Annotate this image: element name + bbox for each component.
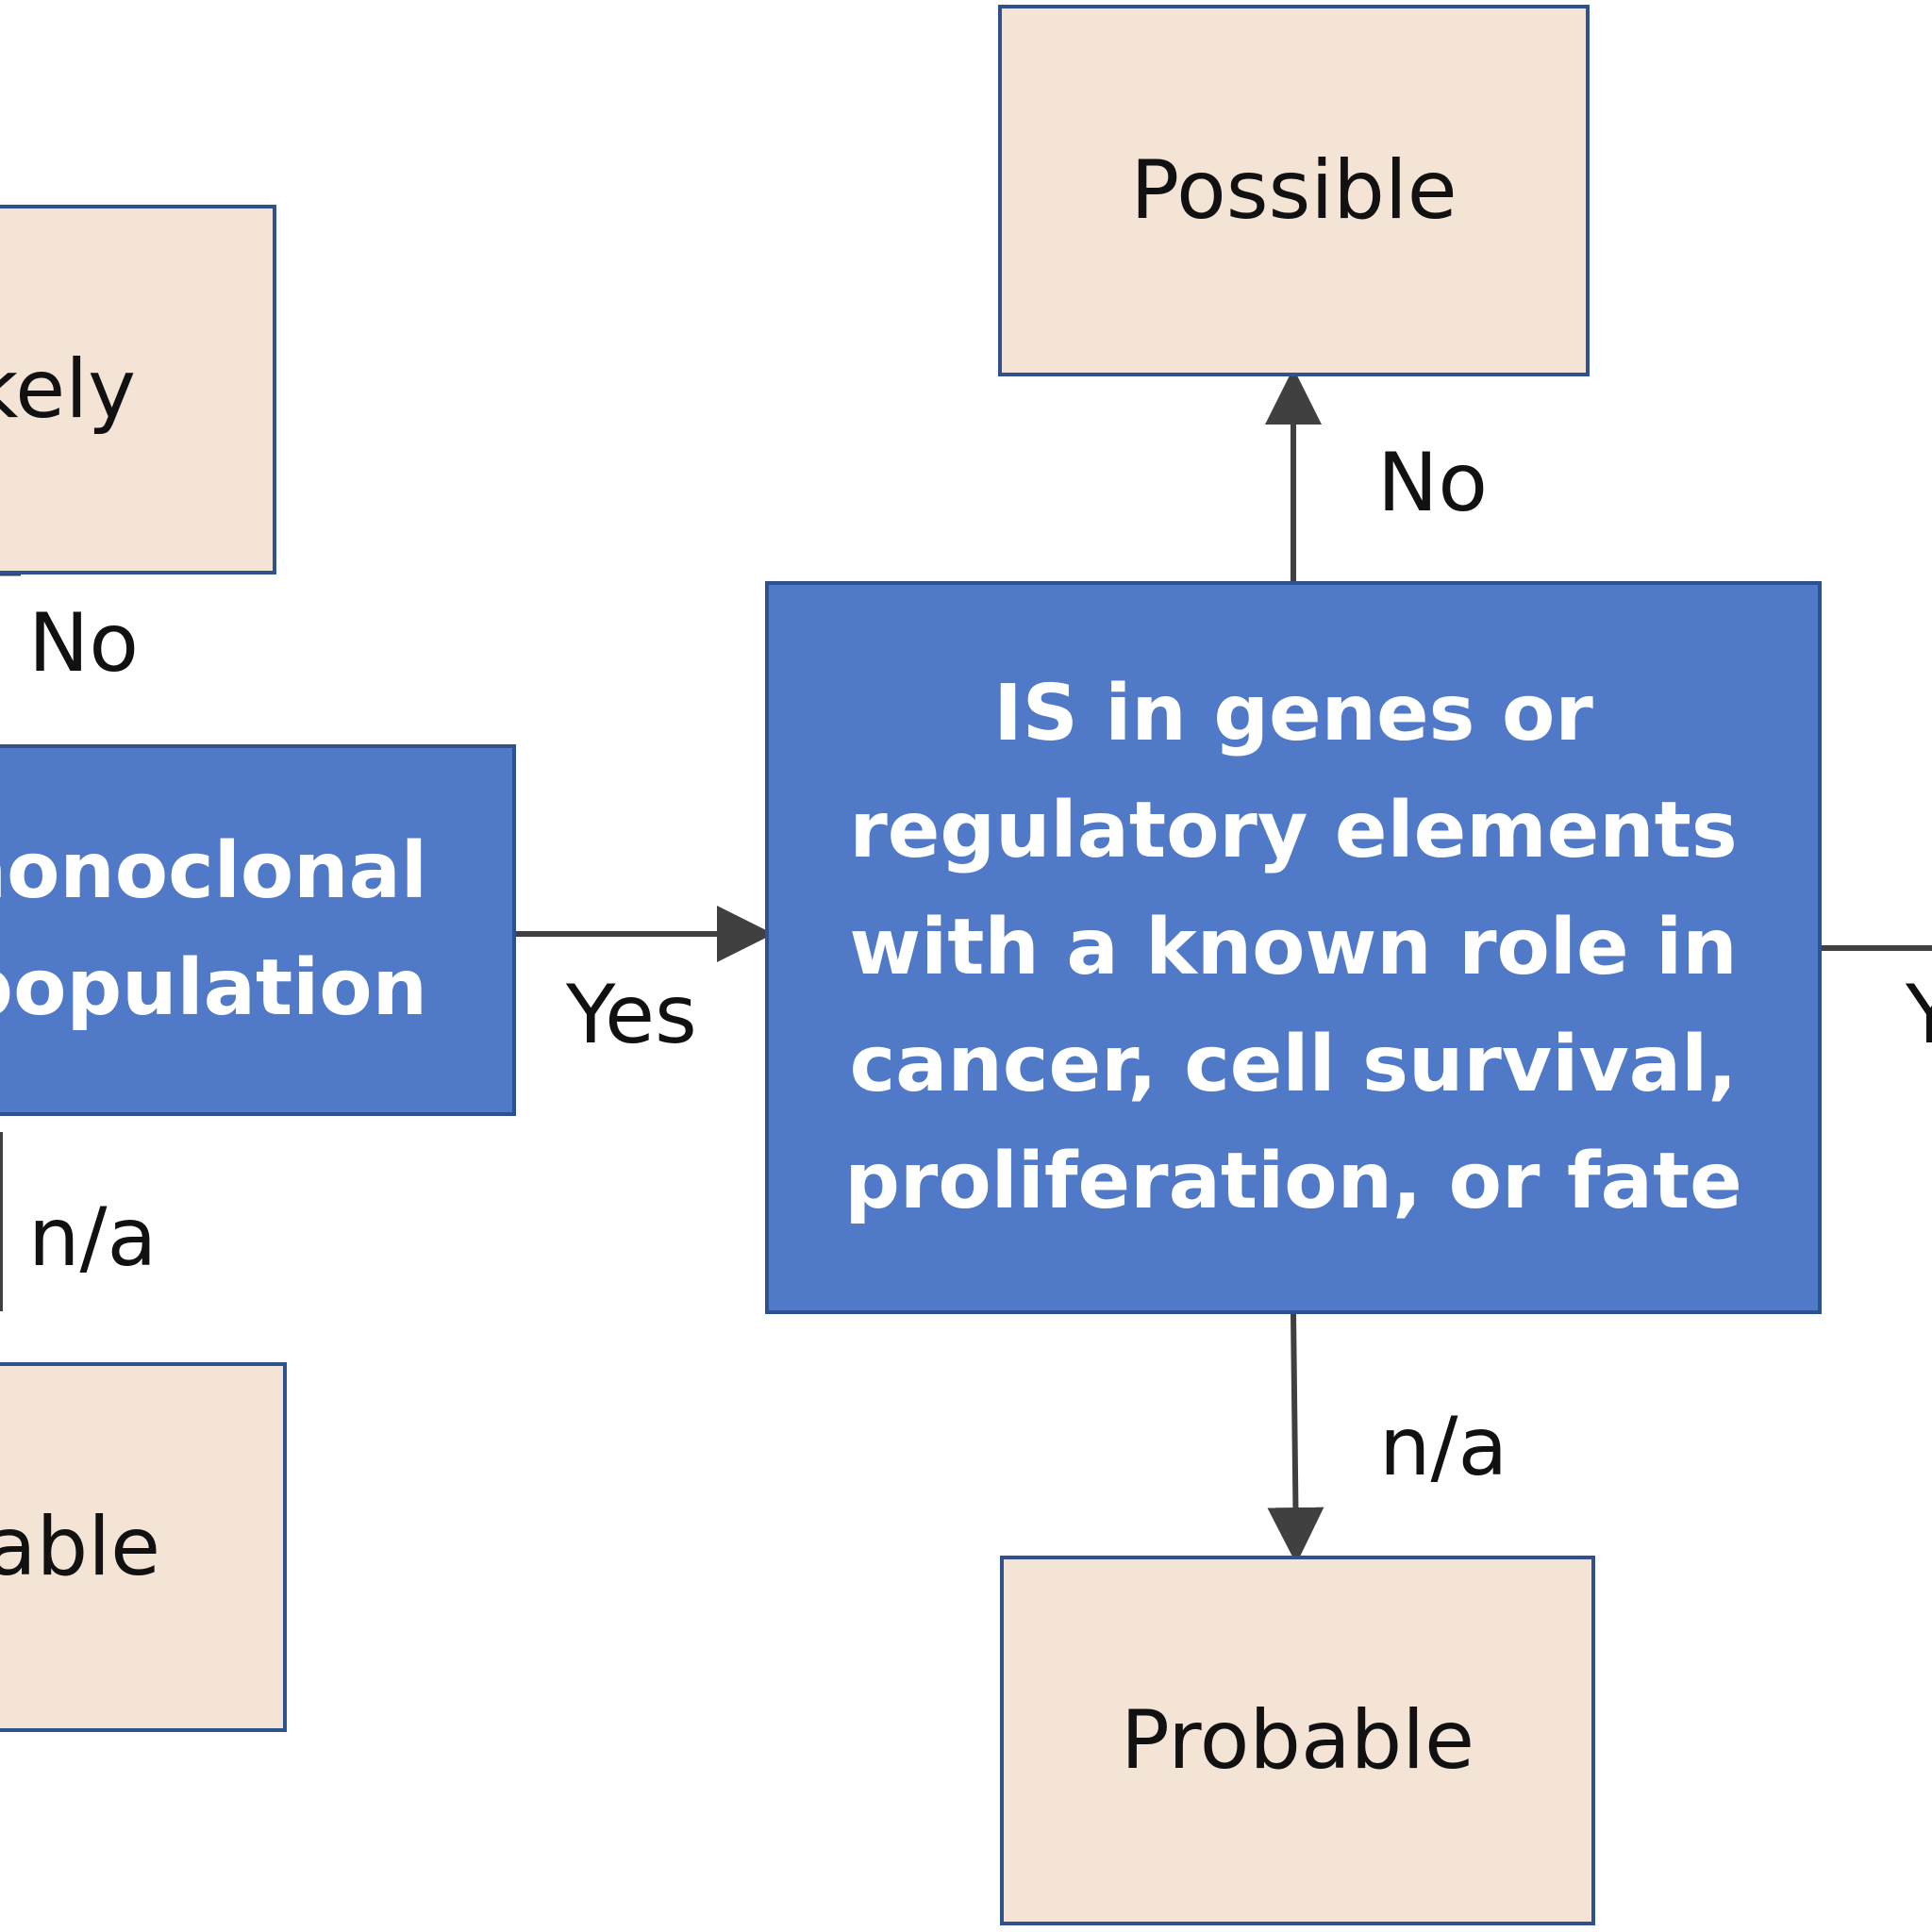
monoclonal-line-1: nonoclonal (0, 826, 427, 916)
is-genes-line-3: with a known role in (849, 902, 1738, 992)
is-genes-line-1: IS in genes or (993, 668, 1593, 758)
right-yes-label: Y (1906, 968, 1932, 1062)
probable-label: Probable (1120, 1693, 1475, 1788)
is-genes-line-4: cancer, cell survival, (849, 1019, 1738, 1109)
na-arrow (1267, 1312, 1324, 1564)
monoclonal-box: nonoclonal population (0, 744, 516, 1116)
unlikely-label: kely (0, 342, 136, 437)
probable-left-box: able (0, 1362, 287, 1732)
probable-box: Probable (1000, 1556, 1595, 1925)
top-no-label: No (1377, 436, 1488, 530)
possible-label: Possible (1130, 143, 1457, 238)
possible-box: Possible (998, 5, 1590, 376)
left-no-label: No (28, 596, 139, 691)
is-genes-line-2: regulatory elements (849, 785, 1738, 875)
monoclonal-line-2: population (0, 943, 427, 1033)
is-genes-box: IS in genes or regulatory elements with … (765, 581, 1822, 1314)
unlikely-box: kely (0, 205, 276, 575)
bottom-na-label: n/a (1379, 1400, 1508, 1494)
probable-left-label: able (0, 1500, 160, 1594)
yes-label: Yes (566, 968, 697, 1062)
left-na-label: n/a (28, 1191, 158, 1285)
is-genes-line-5: proliferation, or fate (844, 1136, 1742, 1226)
